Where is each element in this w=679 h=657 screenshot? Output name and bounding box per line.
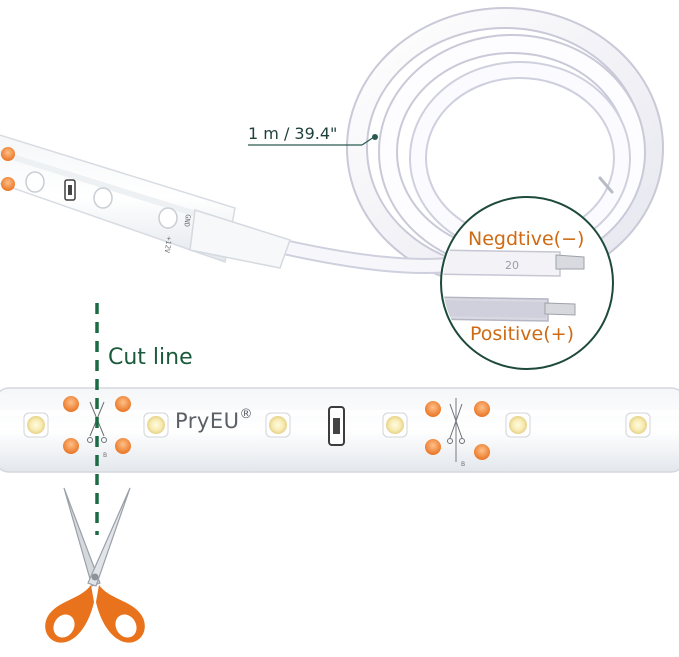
solder-pads-left: B: [63, 396, 131, 459]
solder-pad: [1, 177, 15, 191]
wire-print: 20: [505, 259, 519, 272]
negative-label: Negdtive(−): [468, 228, 585, 250]
cut-line-label: Cut line: [108, 345, 193, 370]
length-label: 1 m / 39.4": [248, 124, 338, 143]
solder-pads-right: B: [425, 398, 490, 468]
led-chip: [147, 416, 165, 434]
led-chip: [93, 187, 113, 209]
pad-marking: B: [103, 452, 107, 459]
brand-label: PryEU®: [175, 407, 253, 433]
negative-wire-core: [555, 254, 585, 270]
led-chip: [386, 416, 404, 434]
resistor: [328, 406, 345, 446]
end-cap: [189, 209, 291, 269]
positive-label: Positive(+): [470, 323, 574, 345]
scissors-icon: [45, 487, 145, 643]
led-chip: [629, 416, 647, 434]
solder-pad: [115, 396, 131, 412]
led-chip: [25, 171, 45, 193]
solder-pad: [1, 147, 15, 161]
brand-name: PryEU: [175, 409, 240, 433]
led-strip-main: B B: [0, 387, 679, 473]
solder-pad: [63, 396, 79, 412]
led-chip: [27, 416, 45, 434]
callout-dot: [372, 134, 378, 140]
lens-ring: [440, 196, 614, 370]
solder-pad: [425, 439, 441, 455]
led-strip-top: GND +12V: [0, 134, 291, 269]
brand-mark: ®: [239, 407, 253, 422]
solder-pad: [115, 438, 131, 454]
led-chip: [509, 416, 527, 434]
v12-marking: +12V: [163, 236, 173, 255]
length-callout: [248, 134, 378, 146]
negative-wire-sheath: [443, 249, 561, 277]
led-chip: [269, 416, 287, 434]
solder-pad: [425, 401, 441, 417]
scissors-blade-right: [87, 487, 131, 587]
pad-marking: B: [461, 461, 465, 468]
solder-pad: [63, 438, 79, 454]
gnd-marking: GND: [182, 214, 192, 228]
solder-pad: [474, 401, 490, 417]
wire-detail-lens: 20: [440, 196, 614, 370]
scissors-pivot: [91, 573, 99, 581]
cable-end-wire: [598, 176, 614, 194]
positive-wire-core: [544, 302, 576, 316]
solder-pad: [474, 444, 490, 460]
led-chip: [158, 207, 178, 229]
led-row: [23, 412, 651, 438]
